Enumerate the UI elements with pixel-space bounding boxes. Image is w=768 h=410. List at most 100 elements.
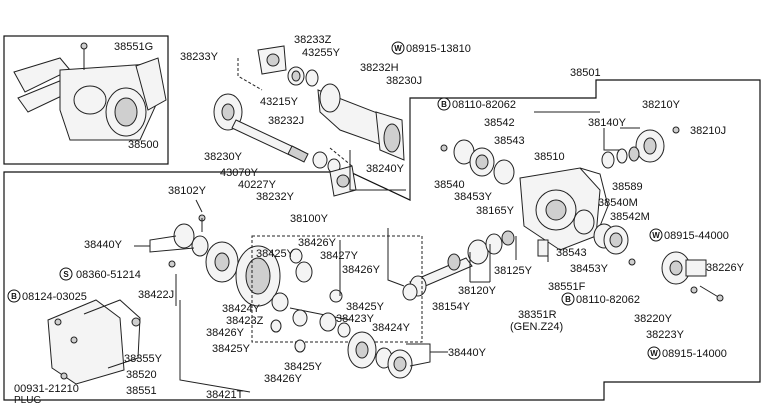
symbol-b-08110-82062-bot: B xyxy=(561,292,575,306)
label-38453Y-bot: 38453Y xyxy=(570,263,609,275)
symbol-s-08360-51214: S xyxy=(59,267,73,281)
label-43215Y: 43215Y xyxy=(260,96,299,108)
label-38232H: 38232H xyxy=(360,62,399,74)
label-38426Y-c: 38426Y xyxy=(206,327,245,339)
leader-lines xyxy=(134,111,640,393)
label-08360-51214: 08360-51214 xyxy=(76,269,141,281)
label-38551F: 38551F xyxy=(548,281,586,293)
axle-assembly-drawing xyxy=(13,42,167,141)
label-08915-13810: 08915-13810 xyxy=(406,43,471,55)
label-38210J: 38210J xyxy=(690,125,726,137)
label-38424Y-a: 38424Y xyxy=(222,303,261,315)
label-38520: 38520 xyxy=(126,369,157,381)
label-38100Y: 38100Y xyxy=(290,213,329,225)
label-40227Y: 40227Y xyxy=(238,179,277,191)
label-38232Y: 38232Y xyxy=(256,191,295,203)
label-38220Y: 38220Y xyxy=(634,313,673,325)
rear-cover-group xyxy=(47,299,141,385)
label-38540: 38540 xyxy=(434,179,465,191)
drive-pinion-companion xyxy=(661,251,724,302)
label-38425Y-a: 38425Y xyxy=(256,248,295,260)
label-38425Y-d: 38425Y xyxy=(284,361,323,373)
inset-frame-axle-assembly xyxy=(3,35,169,165)
label-38233Y: 38233Y xyxy=(180,51,219,63)
diff-case-lower xyxy=(347,331,413,379)
label-38230Y: 38230Y xyxy=(204,151,243,163)
label-38551G: 38551G xyxy=(114,41,153,53)
label-38355Y: 38355Y xyxy=(124,353,163,365)
label-38102Y: 38102Y xyxy=(168,185,207,197)
label-38240Y: 38240Y xyxy=(366,163,405,175)
label-38543-top: 38543 xyxy=(494,135,525,147)
label-43070Y: 43070Y xyxy=(220,167,259,179)
label-38424Y-b: 38424Y xyxy=(372,322,411,334)
label-38453Y-top: 38453Y xyxy=(454,191,493,203)
label-plug: PLUG xyxy=(14,395,41,406)
label-38426Y-a: 38426Y xyxy=(298,237,337,249)
leader-38240Y xyxy=(349,150,406,191)
label-38233Z: 38233Z xyxy=(294,34,332,46)
label-38589: 38589 xyxy=(612,181,643,193)
label-38423Y: 38423Y xyxy=(336,313,375,325)
label-38140Y: 38140Y xyxy=(588,117,627,129)
label-38154Y: 38154Y xyxy=(432,301,471,313)
side-seals-lower xyxy=(573,209,636,266)
label-38426Y-b: 38426Y xyxy=(342,264,381,276)
upper-seals-bearings xyxy=(257,45,357,197)
label-38510: 38510 xyxy=(534,151,565,163)
label-38421T: 38421T xyxy=(206,389,244,401)
label-38542: 38542 xyxy=(484,117,515,129)
label-38165Y: 38165Y xyxy=(476,205,515,217)
label-38125Y: 38125Y xyxy=(494,265,533,277)
svg-text:W: W xyxy=(652,231,660,240)
label-08110-82062-bot: 08110-82062 xyxy=(576,294,640,306)
label-38440Y-top: 38440Y xyxy=(84,239,123,251)
diff-group-frame xyxy=(3,79,761,401)
companion-flange-side xyxy=(601,126,680,169)
label-38422J: 38422J xyxy=(138,289,174,301)
label-38425Y-b: 38425Y xyxy=(346,301,385,313)
symbol-b-08110-82062-top: B xyxy=(437,97,451,111)
label-38440Y-bot: 38440Y xyxy=(448,347,487,359)
label-38425Y-c: 38425Y xyxy=(212,343,251,355)
side-seals xyxy=(440,139,515,185)
symbol-w-08915-44000: W xyxy=(649,228,663,242)
label-38423Z: 38423Z xyxy=(226,315,264,327)
svg-text:B: B xyxy=(11,292,17,301)
label-38427Y: 38427Y xyxy=(320,250,359,262)
label-gen-z24: (GEN.Z24) xyxy=(510,321,563,333)
svg-text:W: W xyxy=(650,349,658,358)
diff-case-group xyxy=(168,214,281,307)
pinion-side-gears xyxy=(251,235,423,353)
leader-dash-1 xyxy=(237,58,263,91)
label-00931-21210: 00931-21210 xyxy=(14,383,79,395)
axle-housing-right xyxy=(317,83,405,161)
svg-text:S: S xyxy=(63,270,69,279)
label-38500: 38500 xyxy=(128,139,159,151)
label-08124-03025: 08124-03025 xyxy=(22,291,87,303)
label-08915-14000: 08915-14000 xyxy=(662,348,727,360)
svg-text:W: W xyxy=(394,44,402,53)
svg-text:B: B xyxy=(441,100,447,109)
label-38540M: 38540M xyxy=(598,197,638,209)
label-38120Y: 38120Y xyxy=(458,285,497,297)
label-38226Y: 38226Y xyxy=(706,262,745,274)
label-08110-82062-top: 08110-82062 xyxy=(452,99,516,111)
symbol-w-08915-14000: W xyxy=(647,346,661,360)
label-38210Y: 38210Y xyxy=(642,99,681,111)
svg-text:B: B xyxy=(565,295,571,304)
label-38551: 38551 xyxy=(126,385,157,397)
symbol-w-08915-13810: W xyxy=(391,41,405,55)
label-38351R: 38351R xyxy=(518,309,557,321)
label-38542M: 38542M xyxy=(610,211,650,223)
axle-shaft-left xyxy=(213,93,309,163)
label-43255Y: 43255Y xyxy=(302,47,341,59)
label-38543-bot: 38543 xyxy=(556,247,587,259)
symbol-b-08124-03025: B xyxy=(7,289,21,303)
label-38426Y-d: 38426Y xyxy=(264,373,303,385)
label-38232J: 38232J xyxy=(268,115,304,127)
label-38223Y: 38223Y xyxy=(646,329,685,341)
label-38230J: 38230J xyxy=(386,75,422,87)
